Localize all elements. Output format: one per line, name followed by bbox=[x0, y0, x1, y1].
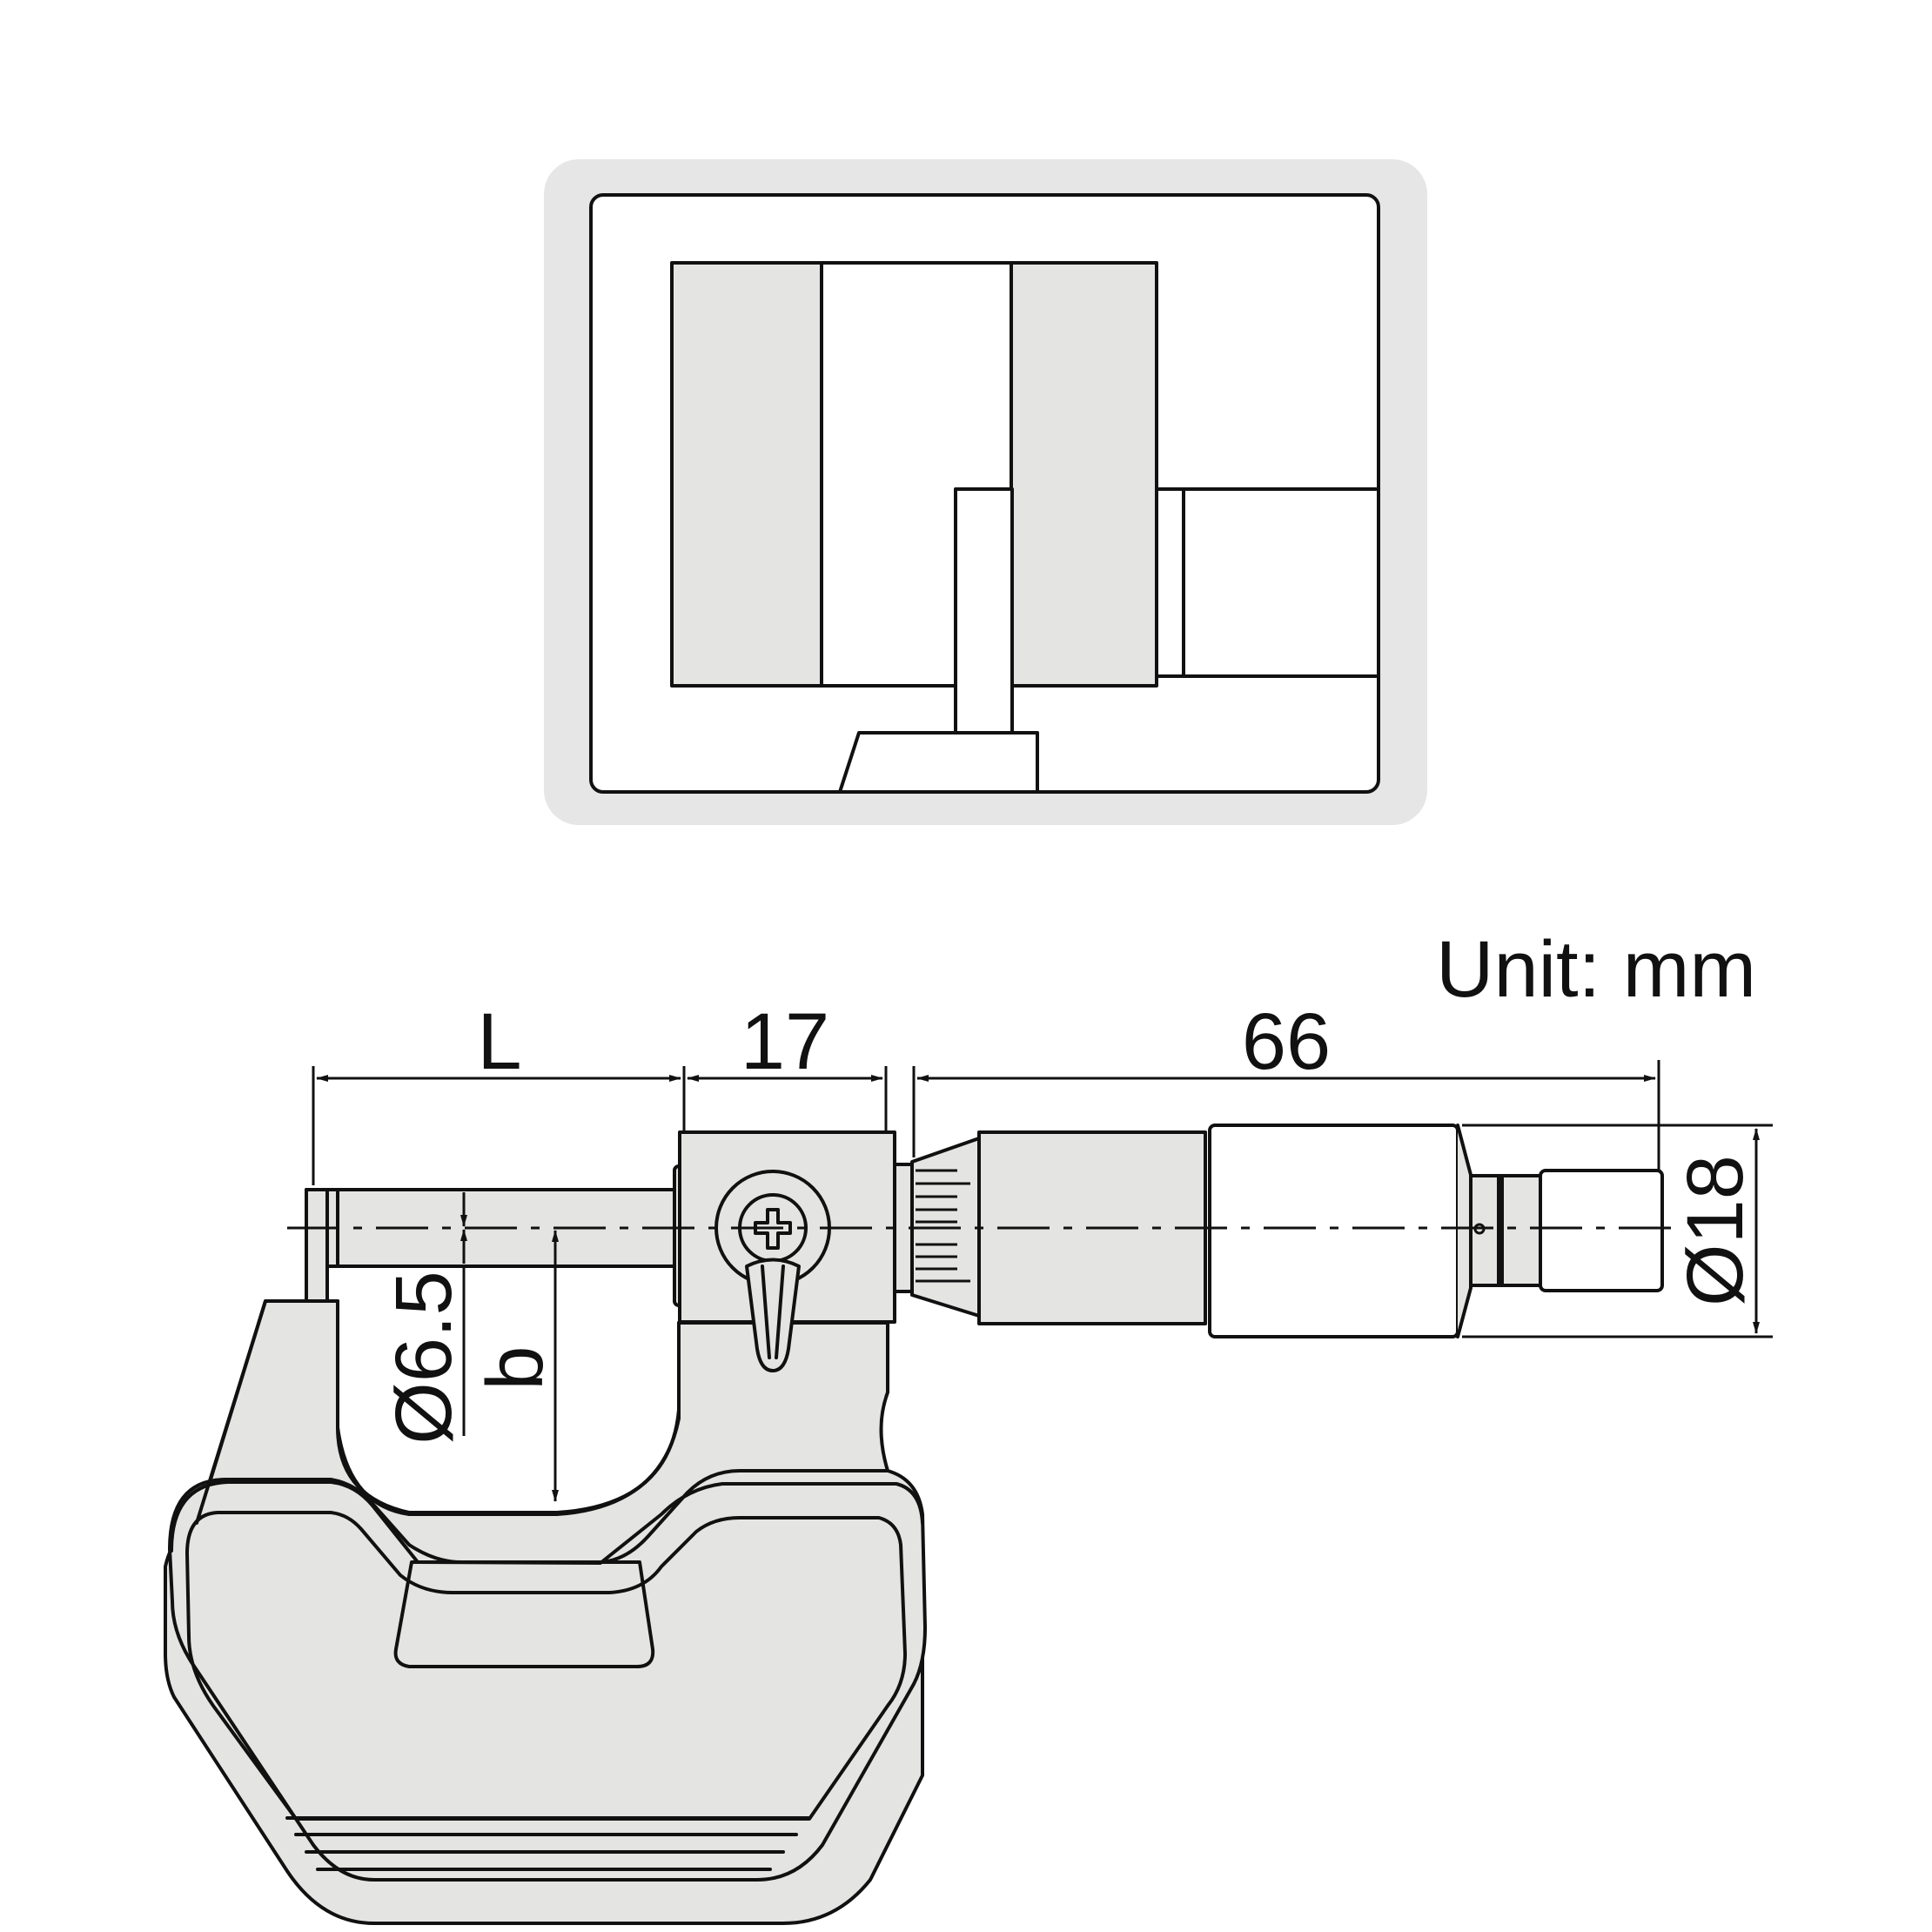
unit-label: Unit: mm bbox=[1436, 925, 1756, 1014]
brand-logo-badge bbox=[544, 159, 1427, 825]
ratchet-knurl bbox=[1539, 1169, 1664, 1292]
dimension-label-L: L bbox=[477, 997, 521, 1086]
dimension-label-spindle-diameter: Ø6.5 bbox=[379, 1271, 468, 1444]
ratchet-stop bbox=[1456, 1124, 1664, 1338]
phillips-screw-icon bbox=[754, 1208, 792, 1250]
dimension-label-thimble-diameter: Ø18 bbox=[1671, 1155, 1760, 1306]
spindle bbox=[305, 1188, 682, 1303]
micrometer-frame bbox=[164, 1299, 927, 1925]
lock-lever bbox=[745, 1258, 801, 1372]
dimension-label-b: b bbox=[471, 1345, 560, 1390]
dimension-lines bbox=[312, 1060, 1773, 1502]
dimension-label-66: 66 bbox=[1242, 997, 1331, 1086]
dimension-label-17: 17 bbox=[741, 997, 829, 1086]
knurled-thimble bbox=[1208, 1124, 1459, 1338]
